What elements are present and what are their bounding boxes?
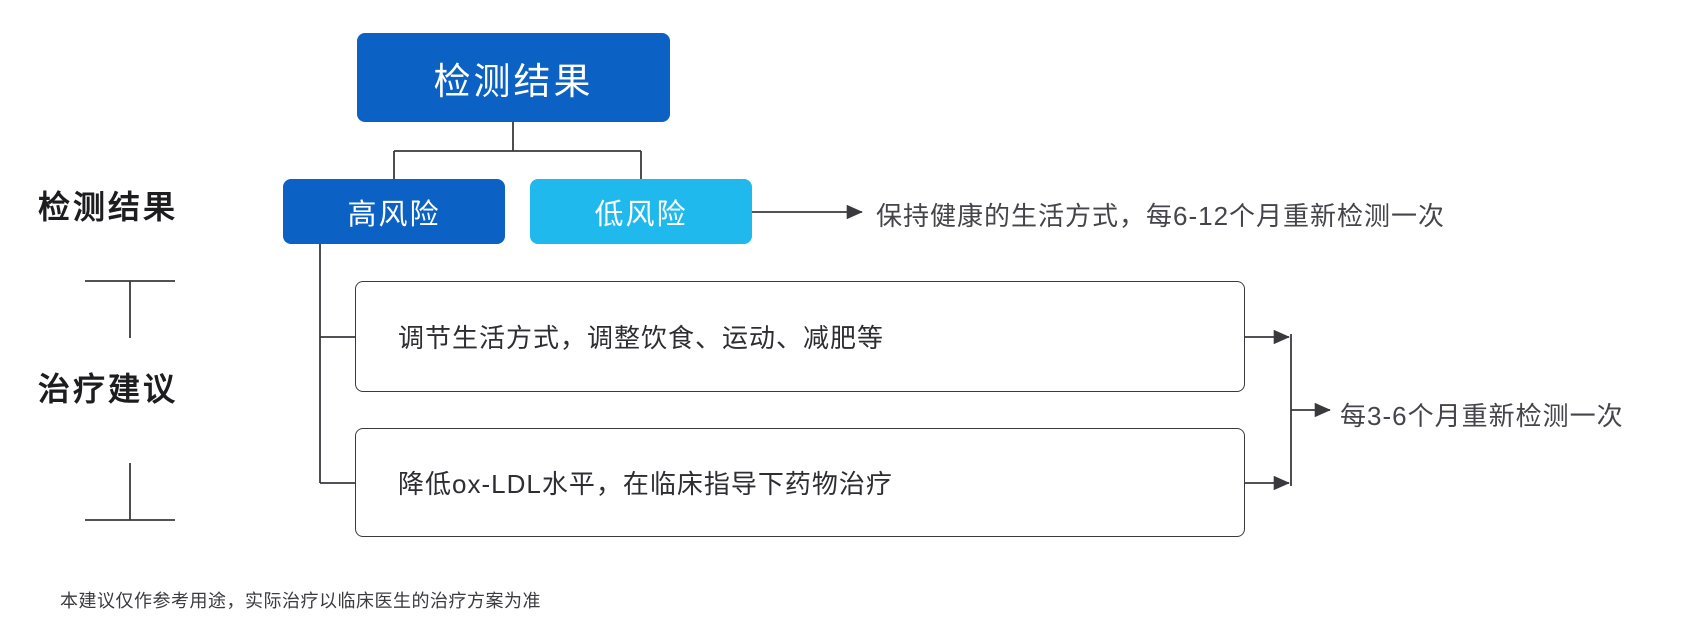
node-low-risk[interactable]: 低风险 — [530, 179, 752, 244]
advice-box-lifestyle[interactable]: 调节生活方式，调整饮食、运动、减肥等 — [355, 281, 1245, 392]
node-test-results[interactable]: 检测结果 — [357, 33, 670, 122]
advice-box-lifestyle-text: 调节生活方式，调整饮食、运动、减肥等 — [398, 323, 885, 353]
section-label-advice: 治疗建议 — [38, 371, 179, 407]
footer-disclaimer: 本建议仅作参考用途，实际治疗以临床医生的治疗方案为准 — [60, 591, 541, 611]
outcome-low-risk-followup: 保持健康的生活方式，每6-12个月重新检测一次 — [876, 201, 1446, 231]
node-high-risk[interactable]: 高风险 — [283, 179, 505, 244]
advice-box-medication[interactable]: 降低ox-LDL水平，在临床指导下药物治疗 — [355, 428, 1245, 537]
outcome-high-risk-followup: 每3-6个月重新检测一次 — [1340, 401, 1624, 431]
advice-box-medication-text: 降低ox-LDL水平，在临床指导下药物治疗 — [398, 469, 893, 499]
section-label-results: 检测结果 — [38, 189, 179, 225]
